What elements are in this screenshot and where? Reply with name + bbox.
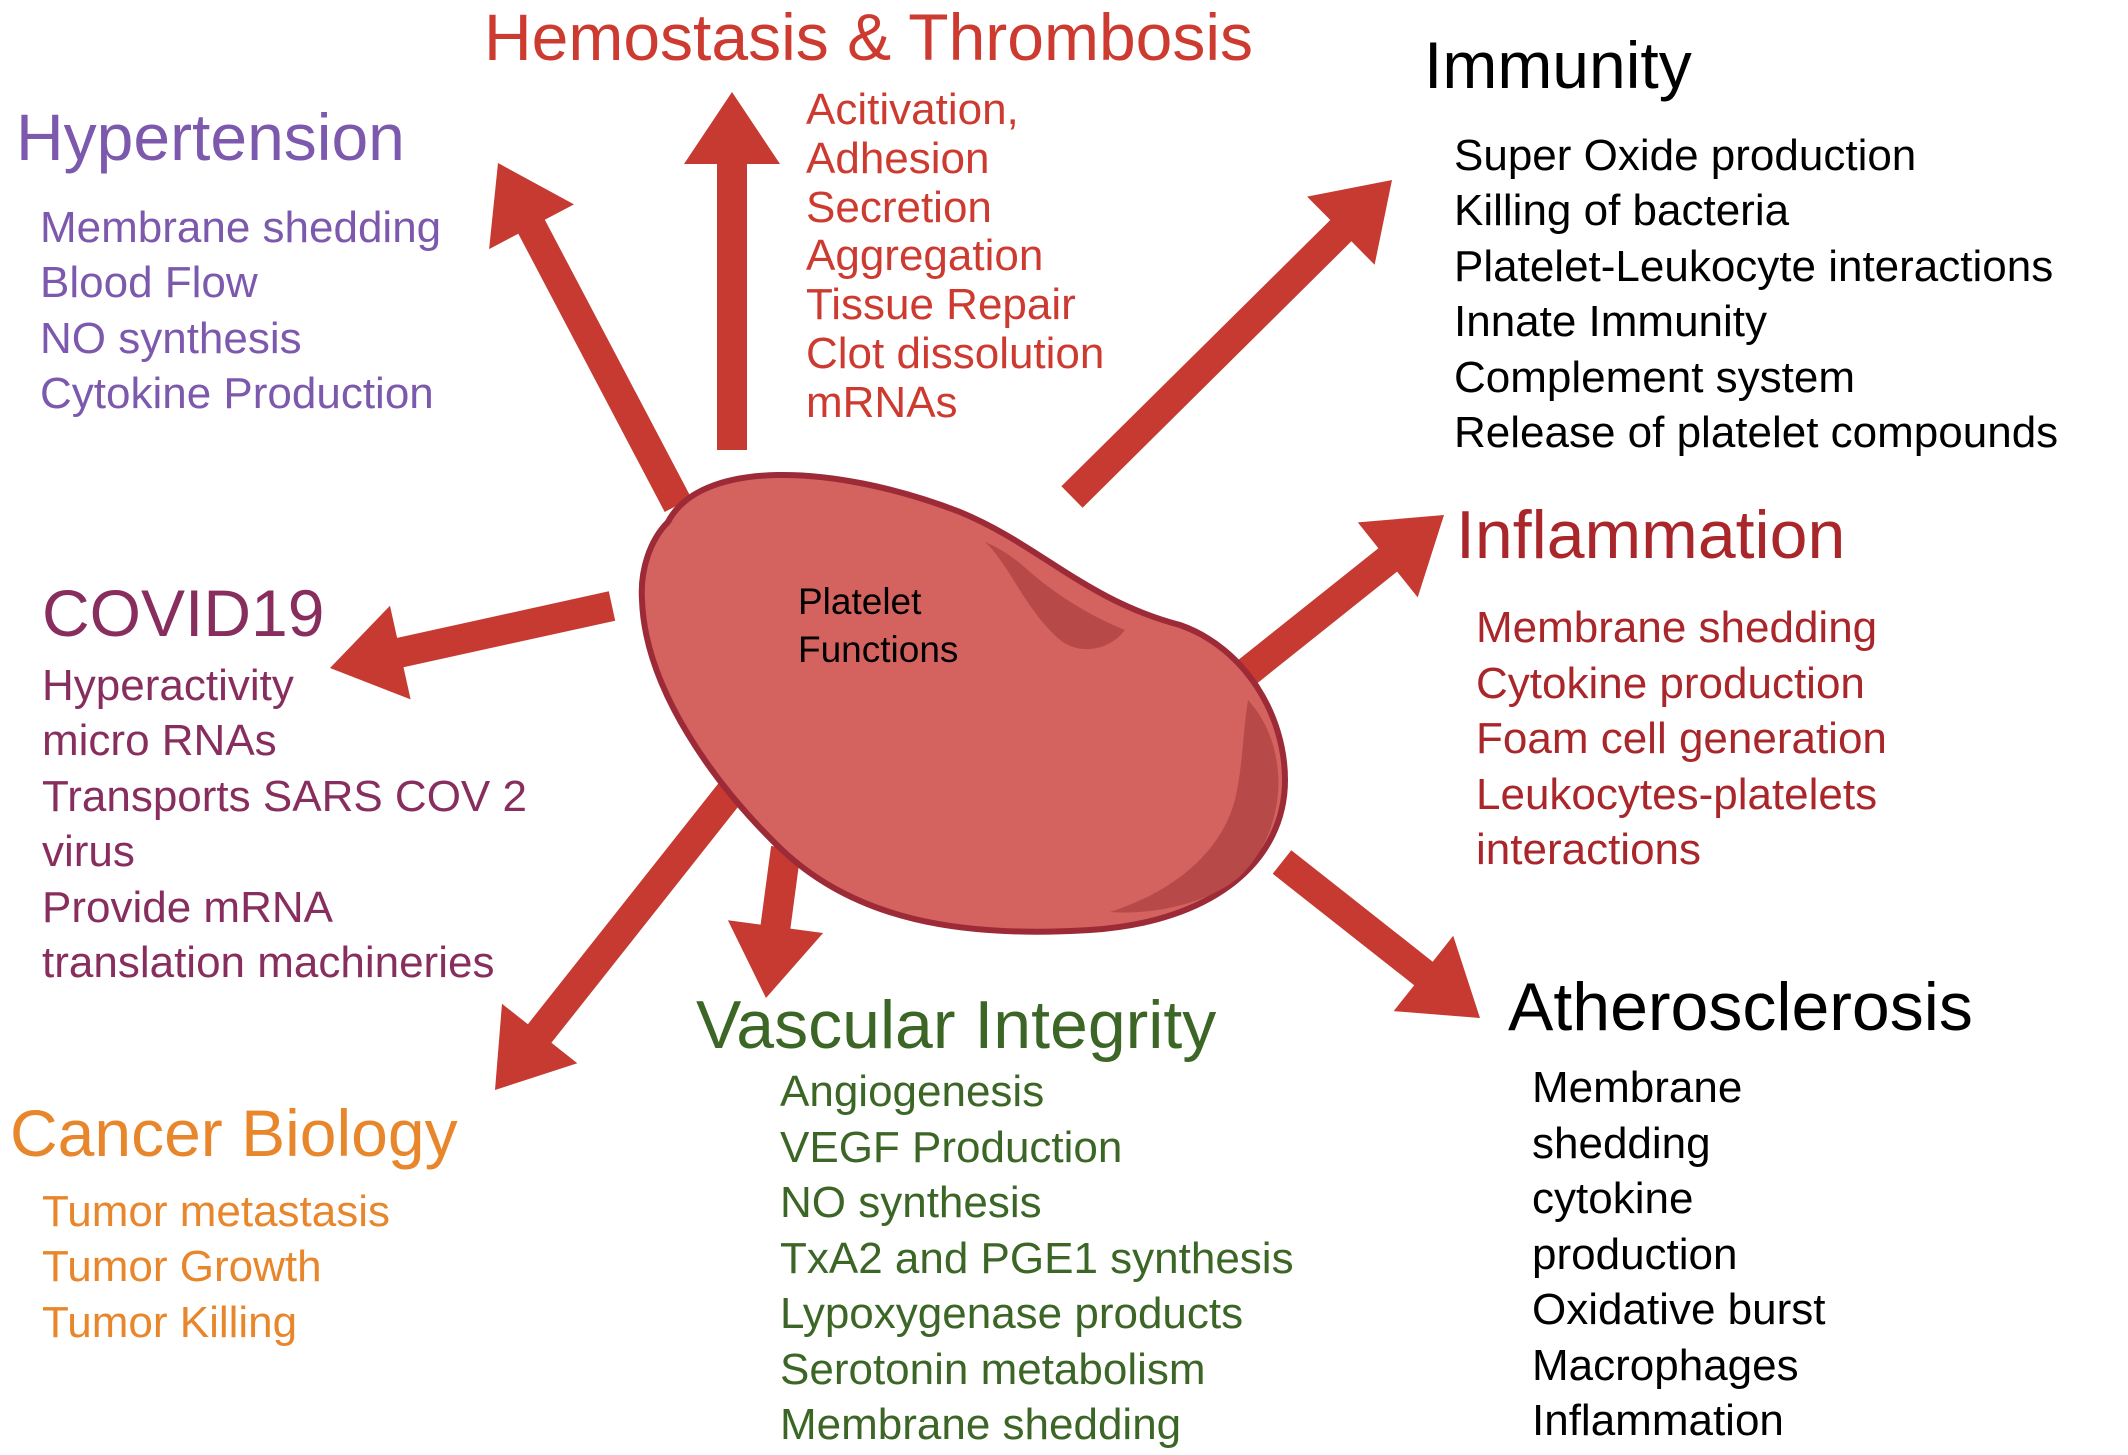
inflammation-item: Foam cell generation xyxy=(1476,714,1887,764)
covid-item: Hyperactivity xyxy=(42,660,294,710)
immunity-item: Innate Immunity xyxy=(1454,297,1768,347)
immunity-item: Complement system xyxy=(1454,352,1856,402)
arrow-to-covid xyxy=(330,591,616,700)
hypertension-item: Blood Flow xyxy=(40,258,258,308)
immunity-item: Release of platelet compounds xyxy=(1454,408,2059,458)
arrow-to-vascular xyxy=(727,846,824,998)
covid-title: COVID19 xyxy=(42,576,325,650)
cancer-item: Tumor metastasis xyxy=(42,1186,391,1236)
arrow-to-hypertension xyxy=(489,163,692,512)
hypertension-item: NO synthesis xyxy=(40,313,302,363)
atherosclerosis-item: shedding xyxy=(1532,1118,1711,1168)
vascular-item: Membrane shedding xyxy=(780,1400,1182,1450)
center-label-line1: Platelet xyxy=(798,581,922,622)
hypertension-title: Hypertension xyxy=(16,100,405,174)
covid-item: micro RNAs xyxy=(42,716,277,766)
inflammation-title: Inflammation xyxy=(1456,497,1846,573)
inflammation-item: interactions xyxy=(1476,825,1702,875)
atherosclerosis-item: production xyxy=(1532,1229,1738,1279)
covid-item: virus xyxy=(42,827,135,877)
platelet-functions-label: Platelet Functions xyxy=(798,578,958,674)
vascular-item: NO synthesis xyxy=(780,1178,1042,1228)
hemostasis-item: Adhesion xyxy=(806,133,990,183)
cancer-item: Tumor Growth xyxy=(42,1242,322,1292)
hemostasis-item: Tissue Repair xyxy=(806,280,1076,330)
cancer-title: Cancer Biology xyxy=(10,1096,458,1170)
immunity-item: Killing of bacteria xyxy=(1454,186,1790,236)
platelet-dimple xyxy=(985,542,1125,650)
cancer-item: Tumor Killing xyxy=(42,1297,298,1347)
vascular-item: VEGF Production xyxy=(780,1122,1123,1172)
arrow-to-hemostasis xyxy=(684,92,780,450)
hemostasis-item: Clot dissolution xyxy=(806,328,1105,378)
hemostasis-item: Secretion xyxy=(806,182,992,232)
inflammation-item: Membrane shedding xyxy=(1476,603,1878,653)
covid-item: translation machineries xyxy=(42,938,495,988)
hypertension-item: Membrane shedding xyxy=(40,202,442,252)
center-label-line2: Functions xyxy=(798,629,959,670)
arrow-to-atherosclerosis xyxy=(1272,850,1480,1018)
atherosclerosis-item: Membrane xyxy=(1532,1063,1743,1113)
atherosclerosis-title: Atherosclerosis xyxy=(1508,969,1973,1045)
immunity-item: Platelet-Leukocyte interactions xyxy=(1454,241,2054,291)
platelet-cell xyxy=(638,471,1289,935)
hemostasis-item: Aggregation xyxy=(806,231,1044,281)
hemostasis-item: Acitivation, xyxy=(806,85,1019,134)
vascular-item: Angiogenesis xyxy=(780,1067,1045,1117)
hemostasis-title: Hemostasis & Thrombosis xyxy=(484,0,1254,74)
inflammation-item: Leukocytes-platelets xyxy=(1476,769,1878,819)
hypertension-item: Cytokine Production xyxy=(40,369,434,419)
immunity-item: Super Oxide production xyxy=(1454,130,1917,180)
atherosclerosis-item: Inflammation xyxy=(1532,1396,1784,1446)
inflammation-item: Cytokine production xyxy=(1476,658,1865,708)
atherosclerosis-item: Oxidative burst xyxy=(1532,1285,1826,1335)
arrow-to-cancer xyxy=(495,774,749,1090)
covid-item: Provide mRNA xyxy=(42,882,333,932)
arrow-to-immunity xyxy=(1061,180,1392,508)
hemostasis-item: mRNAs xyxy=(806,377,958,427)
atherosclerosis-item: Macrophages xyxy=(1532,1340,1799,1390)
vascular-item: Serotonin metabolism xyxy=(780,1344,1206,1394)
platelet-body xyxy=(638,471,1289,935)
immunity-title: Immunity xyxy=(1424,28,1692,102)
arrows xyxy=(330,92,1480,1090)
vascular-item: Lypoxygenase products xyxy=(780,1289,1244,1339)
arrow-to-inflammation xyxy=(1236,515,1444,685)
atherosclerosis-item: cytokine xyxy=(1532,1174,1694,1224)
platelet-shadow xyxy=(1110,700,1279,913)
covid-item: Transports SARS COV 2 xyxy=(42,771,527,821)
hemostasis-section: Hemostasis & Thrombosis Acitivation,Adhe… xyxy=(484,0,1254,427)
vascular-title: Vascular Integrity xyxy=(696,987,1217,1063)
vascular-item: TxA2 and PGE1 synthesis xyxy=(780,1233,1294,1283)
